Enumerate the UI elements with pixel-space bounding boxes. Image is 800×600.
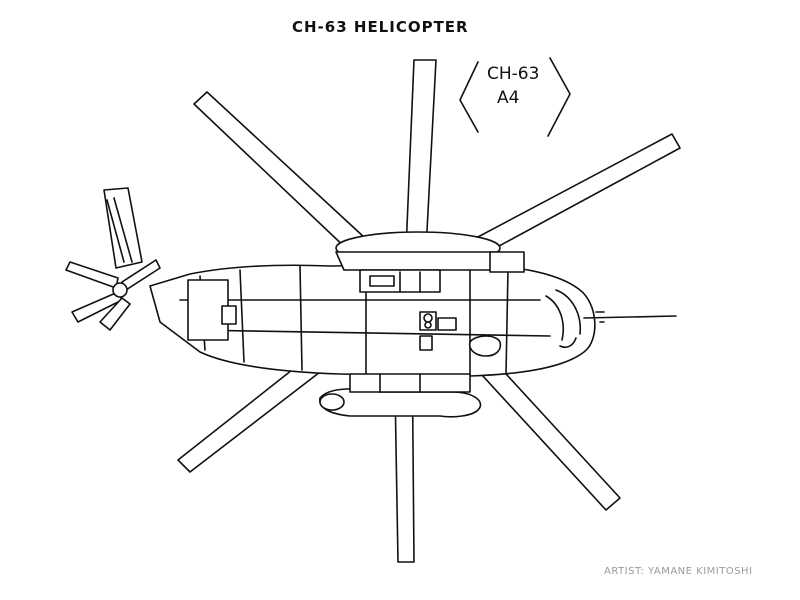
corner-note (459, 57, 571, 137)
note-line-1: CH-63 (487, 64, 540, 84)
rotor-blade-upright (475, 133, 681, 253)
rotor-blade-up (405, 59, 437, 251)
tail-rotor (65, 187, 161, 331)
drawing-title: CH-63 HELICOPTER (292, 18, 469, 36)
rotor-hub-housing (335, 231, 525, 293)
corner-note-text: CH-63 A4 (487, 62, 539, 110)
note-line-2: A4 (497, 88, 520, 108)
fuselage (149, 263, 677, 377)
lower-sponson (319, 373, 482, 418)
artist-credit: ARTIST: YAMANE KIMITOSHI (604, 566, 753, 577)
rotor-blade-upleft (193, 91, 366, 253)
